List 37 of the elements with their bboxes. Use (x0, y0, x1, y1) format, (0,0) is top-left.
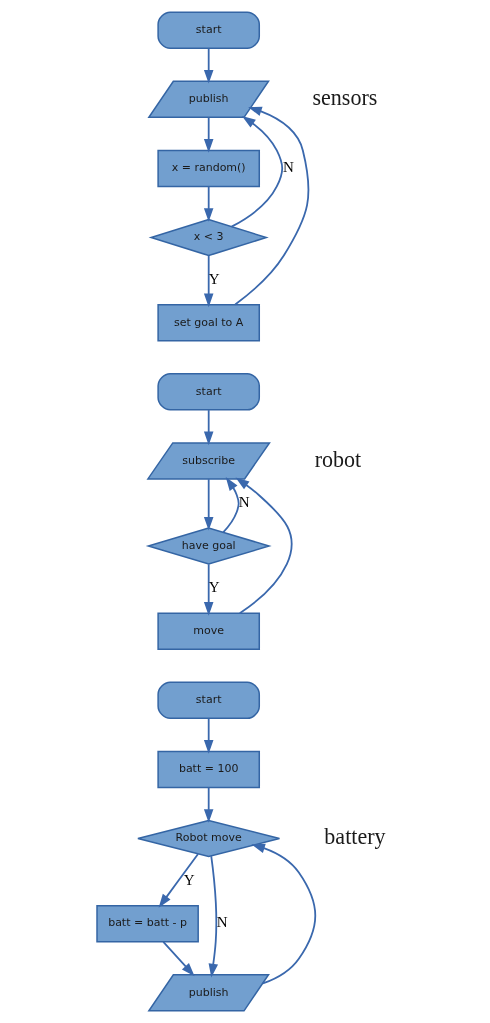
label: sensors (312, 84, 377, 110)
arrow (203, 254, 213, 308)
label: robot (314, 446, 361, 472)
node-diamond: Robot move (136, 819, 280, 858)
arrow (221, 477, 240, 534)
node-box: batt = batt - p (95, 904, 199, 943)
arrow (203, 116, 213, 153)
edge-label: N (216, 914, 228, 931)
edge-label: N (282, 158, 294, 175)
node-box: x = random() (156, 149, 260, 188)
arrow (230, 115, 283, 228)
node-box: start (156, 373, 260, 411)
arrow (203, 47, 213, 84)
arrow (161, 941, 195, 977)
node-diamond: have goal (145, 527, 272, 565)
node-box: batt = 100 (156, 750, 260, 789)
edge-label: Y (208, 579, 220, 596)
node-diamond: x < 3 (148, 218, 269, 257)
arrow (203, 478, 213, 531)
arrow (203, 185, 213, 222)
arrow (203, 717, 213, 754)
node-box: move (156, 612, 260, 650)
arrow (250, 843, 316, 985)
arrow (208, 855, 218, 978)
edge-label: Y (183, 871, 195, 888)
arrow (233, 106, 309, 306)
label: battery (323, 824, 385, 850)
arrow (235, 477, 293, 615)
edge-label: N (238, 493, 250, 510)
arrow (203, 409, 213, 446)
node-box: start (156, 681, 260, 720)
node-box: set goal to A (156, 303, 260, 342)
arrow (203, 786, 213, 823)
edge-label: Y (208, 270, 220, 287)
node-box: start (156, 11, 260, 49)
arrow (203, 563, 213, 616)
arrow (158, 853, 199, 908)
